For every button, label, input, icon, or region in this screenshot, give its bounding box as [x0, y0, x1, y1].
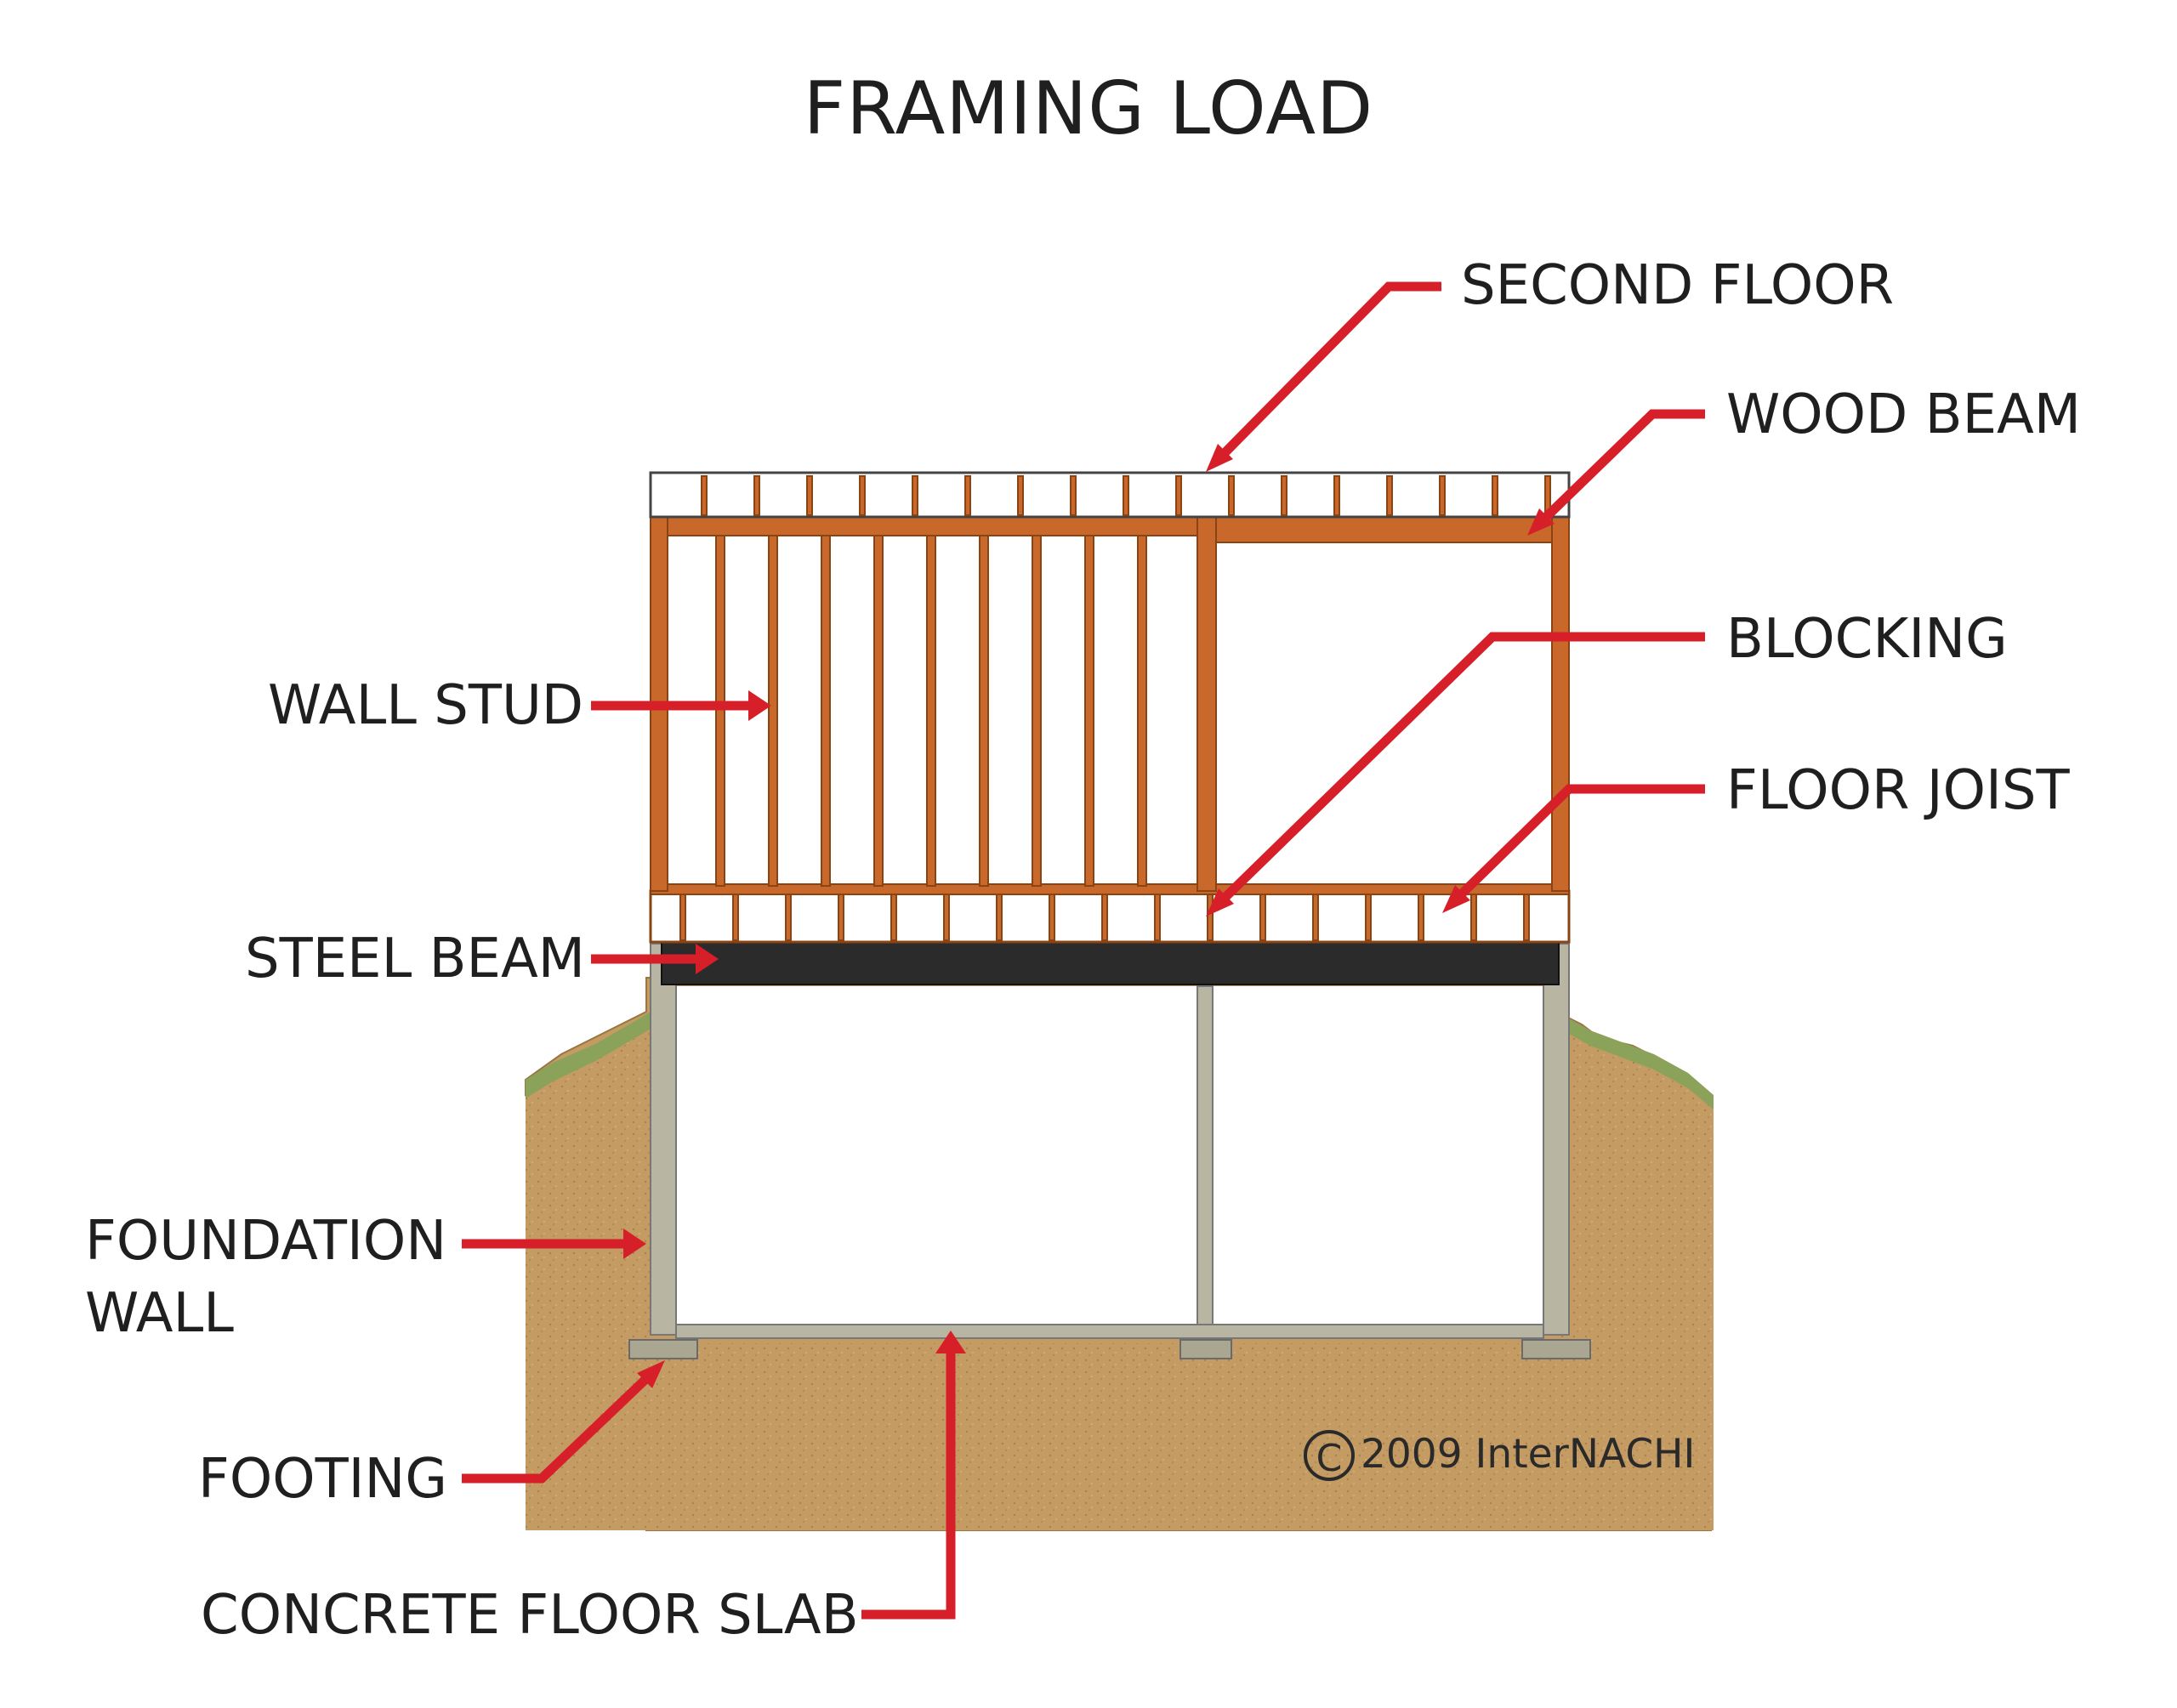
- label-steel-beam: STEEL BEAM: [245, 928, 585, 990]
- floor-joist: [1418, 894, 1424, 941]
- basement-interior: [676, 986, 1552, 1326]
- copyright-symbol: [1304, 1430, 1355, 1481]
- second-floor-joist: [1281, 475, 1287, 516]
- floor-joist: [838, 894, 844, 941]
- arrowhead-second-floor: [1206, 444, 1233, 472]
- page-title: FRAMING LOAD: [803, 66, 1374, 151]
- king-stud: [1196, 516, 1217, 892]
- second-floor-joist: [1333, 475, 1340, 516]
- wall-stud: [926, 535, 936, 887]
- arrowhead-foundation-wall: [623, 1229, 646, 1259]
- label-concrete-floor-slab: CONCRETE FLOOR SLAB: [201, 1584, 859, 1647]
- label-blocking: BLOCKING: [1726, 608, 2008, 671]
- second-floor-joist: [1228, 475, 1235, 516]
- second-floor-joist: [1070, 475, 1077, 516]
- arrowhead-footing: [637, 1360, 665, 1388]
- copyright-c: C: [1316, 1437, 1343, 1480]
- callout-footing: [462, 1367, 658, 1484]
- second-floor-joist: [1386, 475, 1393, 516]
- label-floor-joist: FLOOR JOIST: [1726, 759, 2070, 822]
- second-floor-joist: [1017, 475, 1024, 516]
- wall-stud: [979, 535, 989, 887]
- grass-left: [526, 1012, 651, 1098]
- wood-beam: [1198, 516, 1570, 543]
- second-floor-joist: [964, 475, 971, 516]
- callout-slab: [861, 1343, 956, 1620]
- concrete-slab: [675, 1324, 1544, 1339]
- label-foundation-wall-1: FOUNDATION: [85, 1210, 447, 1273]
- label-footing: FOOTING: [198, 1448, 447, 1511]
- callout-wood-beam: [1534, 409, 1705, 529]
- soil-left: [526, 1020, 651, 1530]
- callout-second-floor: [1213, 281, 1441, 465]
- floor-joist: [1207, 894, 1214, 941]
- arrowhead-steel-beam: [696, 944, 719, 974]
- second-floor-joist: [1492, 475, 1498, 516]
- floor-joist: [1154, 894, 1161, 941]
- second-floor-joists: [701, 475, 1551, 516]
- floor-joist: [1312, 894, 1319, 941]
- arrowhead-blocking: [1206, 888, 1234, 916]
- wall-studs: [715, 535, 1147, 887]
- soil-right: [1560, 1016, 1714, 1530]
- wall-stud: [768, 535, 778, 887]
- label-foundation-wall-2: WALL: [85, 1282, 234, 1345]
- floor-joist: [943, 894, 950, 941]
- floor-joist-band: [649, 889, 1571, 944]
- callout-blocking: [1213, 632, 1705, 910]
- floor-joist: [1365, 894, 1372, 941]
- arrowhead-slab: [935, 1331, 966, 1353]
- soil-bottom: [651, 1343, 1560, 1530]
- floor-joist: [1049, 894, 1055, 941]
- floor-joist: [890, 894, 897, 941]
- second-floor-joist: [1439, 475, 1446, 516]
- floor-joist: [996, 894, 1003, 941]
- floor-joist: [1470, 894, 1477, 941]
- foundation-wall-left: [650, 943, 677, 1336]
- arrowhead-wall-stud: [748, 690, 771, 721]
- second-floor-band: [649, 471, 1571, 519]
- arrowheads: [623, 444, 1555, 1388]
- steel-post: [1196, 985, 1214, 1336]
- footing-left: [628, 1339, 698, 1359]
- foundation-wall-right: [1543, 943, 1570, 1336]
- second-floor-joist: [701, 475, 708, 516]
- second-floor-joist: [859, 475, 866, 516]
- steel-beam: [661, 941, 1560, 985]
- wall-stud: [1032, 535, 1042, 887]
- footing-center: [1179, 1339, 1232, 1359]
- second-floor-joist: [912, 475, 918, 516]
- wall-stud: [1137, 535, 1147, 887]
- end-stud-right: [1551, 516, 1570, 892]
- floor-joist: [732, 894, 739, 941]
- second-floor-joist: [1175, 475, 1182, 516]
- wall-stud: [715, 535, 725, 887]
- second-floor-joist: [806, 475, 813, 516]
- arrowhead-floor-joist: [1442, 885, 1470, 913]
- wall-stud: [821, 535, 831, 887]
- floor-joist: [1259, 894, 1266, 941]
- second-floor-joist: [1123, 475, 1129, 516]
- callout-floor-joist: [1449, 784, 1705, 906]
- callout-arrows: [462, 281, 1705, 1620]
- wall-frame: [651, 517, 1569, 891]
- footing-right: [1521, 1339, 1591, 1359]
- floor-joist: [679, 894, 686, 941]
- label-second-floor: SECOND FLOOR: [1461, 254, 1895, 317]
- second-floor-joist: [753, 475, 760, 516]
- copyright-text: 2009 InterNACHI: [1361, 1431, 1696, 1478]
- label-wood-beam: WOOD BEAM: [1726, 383, 2081, 446]
- bottom-plate: [650, 883, 1570, 895]
- floor-joist: [1101, 894, 1108, 941]
- wall-stud: [1084, 535, 1094, 887]
- arrowhead-wood-beam: [1527, 508, 1555, 536]
- label-wall-stud: WALL STUD: [268, 674, 584, 737]
- floor-joist: [785, 894, 792, 941]
- grass-right: [1565, 1016, 1714, 1109]
- wall-stud: [873, 535, 884, 887]
- floor-joist: [1523, 894, 1530, 941]
